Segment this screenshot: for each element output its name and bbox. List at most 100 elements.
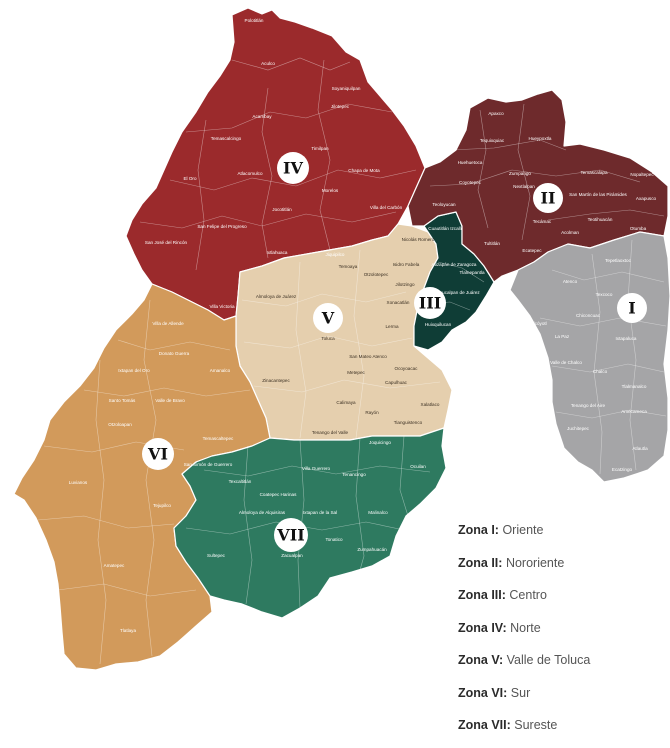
legend-item-zone-i: Zona I: Oriente [458, 520, 670, 553]
municipality-label: Polotitlán [245, 18, 264, 23]
zone-vii-badge: VII [274, 518, 308, 552]
municipality-label: Coatepec Harinas [260, 492, 297, 497]
municipality-label: Amanalco [210, 368, 231, 373]
municipality-label: Nicolás Romero [402, 237, 435, 242]
municipality-label: Jiquipilco [326, 252, 345, 257]
legend-zone-label: Zona VII: [458, 718, 511, 732]
legend-item-zone-iv: Zona IV: Norte [458, 618, 670, 651]
municipality-label: Zinacantepec [262, 378, 290, 383]
municipality-label: La Paz [555, 334, 570, 339]
municipality-label: Ixtapan de la Sal [303, 510, 337, 515]
legend-zone-label: Zona V: [458, 653, 504, 667]
municipality-label: Huixquilucan [425, 322, 452, 327]
municipality-label: Lerma [385, 324, 398, 329]
municipality-label: Soyaniquilpan [332, 86, 361, 91]
zone-iii-badge: III [414, 287, 446, 319]
municipality-label: Luvianos [69, 480, 88, 485]
municipality-label: Texcaltitlán [229, 479, 252, 484]
municipality-label: Tenango del Valle [312, 430, 349, 435]
municipality-label: Jocotitlán [272, 207, 292, 212]
municipality-label: Tonatico [325, 537, 343, 542]
municipality-label: Almoloya de Alquisiras [239, 510, 286, 515]
zone-iv-badge: IV [277, 152, 309, 184]
zone-i-municipality-labels: Tepetlaoxtoc Atenco Texcoco Chiconcuac N… [515, 258, 648, 472]
legend-zone-name: Nororiente [505, 555, 565, 570]
municipality-label: Tenancingo [342, 472, 366, 477]
municipality-label: Huehuetoca [458, 160, 483, 165]
municipality-label: Otumba [630, 226, 647, 231]
municipality-label: Zumpahuacán [357, 547, 387, 552]
municipality-label: Teoloyucan [432, 202, 456, 207]
municipality-label: Ecatepec [522, 248, 542, 253]
legend-item-zone-ii: Zona II: Nororiente [458, 553, 670, 586]
municipality-label: Zacualpan [281, 553, 303, 558]
municipality-label: Rayón [365, 410, 379, 415]
municipality-label: Otzoloapan [108, 422, 132, 427]
municipality-label: Cuautitlán Izcalli [428, 226, 461, 231]
municipality-label: Sultepec [207, 553, 226, 558]
municipality-label: Ecatzingo [612, 467, 633, 472]
zone-vii-shape [173, 427, 447, 619]
municipality-label: Almoloya de Juárez [256, 294, 297, 299]
municipality-label: Coyotepec [459, 180, 482, 185]
municipality-label: Tejupilco [153, 503, 171, 508]
municipality-label: Chapa de Mota [348, 168, 380, 173]
municipality-label: Zumpango [509, 171, 531, 176]
municipality-label: Tlalmanalco [622, 384, 647, 389]
municipality-label: El Oro [183, 176, 196, 181]
municipality-label: Valle de Chalco [550, 360, 582, 365]
zone-i-shape [509, 231, 670, 483]
municipality-label: Chiconcuac [576, 313, 601, 318]
municipality-label: Villa del Carbón [370, 205, 403, 210]
zone-iii-municipality-labels: Cuautitlán Izcalli Atizapán de Zaragoza … [425, 226, 485, 327]
municipality-label: Malinalco [368, 510, 388, 515]
municipality-label: Ixtlahuaca [267, 250, 288, 255]
municipality-label: Nextlalpan [513, 184, 535, 189]
municipality-label: Villa Guerrero [302, 466, 331, 471]
municipality-label: Morelos [322, 188, 339, 193]
zone-vi-numeral: VI [147, 445, 168, 464]
municipality-label: Temascaltepec [203, 436, 234, 441]
zone-ii-badge: II [533, 183, 563, 213]
municipality-label: Isidro Fabela [393, 262, 420, 267]
zone-vi-shape [13, 283, 271, 671]
zone-iv-municipality-labels: Polotitlán Aculco Soyaniquilpan Jilotepe… [145, 18, 403, 309]
legend-zone-label: Zona II: [458, 555, 503, 570]
zone-vii-municipality-labels: Joquicingo San Simón de Guerrero Villa G… [184, 440, 426, 558]
zone-v-badge: V [313, 303, 343, 333]
municipality-label: Temoaya [339, 264, 358, 269]
municipality-label: Ocoyoacac [395, 366, 419, 371]
municipality-label: Villa de Allende [152, 321, 184, 326]
zone-i-region[interactable] [509, 231, 670, 483]
municipality-label: Metepec [347, 370, 365, 375]
municipality-label: Santo Tomás [109, 398, 136, 403]
municipality-label: Tlalnepantla [459, 270, 484, 275]
municipality-label: Acolman [561, 230, 579, 235]
municipality-label: Timilpan [311, 146, 329, 151]
legend-zone-label: Zona III: [458, 588, 506, 602]
municipality-label: San Mateo Atenco [349, 354, 387, 359]
legend-item-zone-iii: Zona III: Centro [458, 585, 670, 618]
municipality-label: Chalco [593, 369, 608, 374]
municipality-label: San Simón de Guerrero [184, 462, 233, 467]
zone-iii-numeral: III [419, 294, 441, 313]
municipality-label: Tultitlán [484, 241, 500, 246]
municipality-label: Capulhuac [385, 380, 408, 385]
municipality-label: Xonacatlán [387, 300, 410, 305]
zone-vii-region[interactable] [173, 427, 447, 619]
legend-zone-label: Zona I: [458, 523, 499, 537]
municipality-label: Axapusco [636, 196, 657, 201]
zone-vi-municipality-labels: Villa de Allende Donato Guerra Ixtapan d… [69, 321, 234, 633]
zone-ii-municipality-labels: Apaxco Tequixquiac Hueypoxtla Huehuetoca… [432, 111, 656, 253]
zone-vi-region[interactable] [13, 283, 271, 671]
municipality-label: San José del Rincón [145, 240, 188, 245]
municipality-label: Jilotzingo [395, 282, 415, 287]
legend-zone-name: Oriente [502, 523, 544, 537]
municipality-label: Aculco [261, 61, 275, 66]
municipality-label: Juchitepec [567, 426, 590, 431]
municipality-label: San Martín de las Pirámides [569, 192, 627, 197]
municipality-label: Amecameca [621, 409, 647, 414]
legend-item-zone-v: Zona V: Valle de Toluca [458, 650, 670, 683]
legend-zone-name: Sureste [514, 718, 558, 732]
